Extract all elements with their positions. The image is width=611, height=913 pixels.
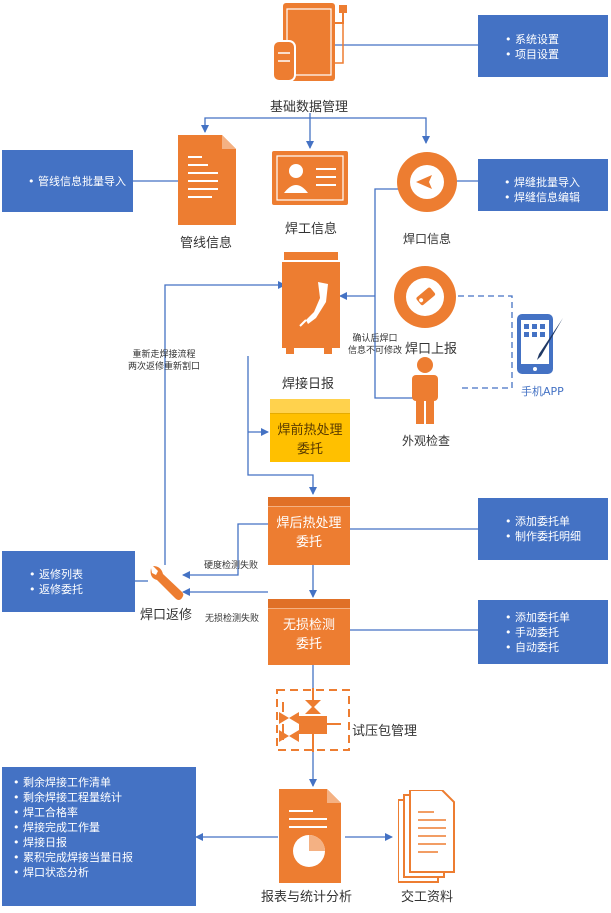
pressure-test-label: 试压包管理 — [352, 724, 418, 739]
pre-heat-box[interactable]: 焊前热处理 委托 — [270, 399, 350, 462]
repair-label: 焊口返修 — [140, 608, 193, 623]
ndt-text: 无损检测 委托 — [268, 616, 350, 654]
document-icon — [178, 135, 236, 225]
pressure-valve-icon — [276, 688, 350, 752]
panel-item[interactable]: 添加委托单 — [505, 514, 608, 529]
pipeline-import-panel: 管线信息批量导入 — [2, 150, 133, 212]
id-card-icon — [272, 151, 348, 205]
weld-daily-label: 焊接日报 — [282, 377, 335, 392]
ndt-fail-note: 无损检测失败 — [205, 614, 260, 624]
post-heat-text: 焊后热处理 委托 — [268, 514, 350, 552]
weld-report-icon — [394, 266, 456, 328]
handover-label: 交工资料 — [401, 890, 454, 905]
panel-item[interactable]: 焊缝信息编辑 — [504, 190, 608, 205]
box-header — [268, 497, 350, 507]
box-header — [268, 599, 350, 609]
ndt-line: 无损检测 — [282, 618, 335, 633]
panel-item[interactable]: 项目设置 — [505, 47, 608, 62]
panel-item[interactable]: 焊接日报 — [13, 835, 196, 850]
pipeline-info-label: 管线信息 — [180, 236, 233, 251]
phone-icon — [517, 314, 563, 374]
weld-import-panel: 焊缝批量导入 焊缝信息编辑 — [478, 159, 608, 211]
pre-heat-line: 委托 — [296, 442, 323, 457]
report-stats-label: 报表与统计分析 — [261, 890, 353, 905]
panel-item[interactable]: 累积完成焊接当量日报 — [13, 850, 196, 865]
server-icon — [273, 3, 347, 82]
confirm-note-line: 信息不可修改 — [348, 346, 403, 356]
panel-item[interactable]: 剩余焊接工作清单 — [13, 775, 196, 790]
reweld-note-line: 两次返修重新割口 — [128, 362, 201, 372]
panel-item[interactable]: 系统设置 — [505, 32, 608, 47]
panel-item[interactable]: 焊接完成工作量 — [13, 820, 196, 835]
panel-item[interactable]: 管线信息批量导入 — [28, 174, 133, 189]
post-heat-ops-panel: 添加委托单 制作委托明细 — [478, 498, 608, 560]
panel-item[interactable]: 剩余焊接工程量统计 — [13, 790, 196, 805]
report-chart-icon — [279, 789, 341, 883]
panel-item[interactable]: 焊缝批量导入 — [504, 175, 608, 190]
panel-item[interactable]: 焊口状态分析 — [13, 865, 196, 880]
system-panel: 系统设置 项目设置 — [478, 15, 608, 77]
reweld-note-line: 重新走焊接流程 — [132, 350, 196, 360]
confirm-note-line: 确认后焊口 — [352, 334, 398, 344]
panel-item[interactable]: 制作委托明细 — [505, 529, 608, 544]
ndt-box[interactable]: 无损检测 委托 — [268, 599, 350, 665]
reweld-note: 重新走焊接流程 两次返修重新割口 — [128, 349, 200, 373]
weld-info-label: 焊口信息 — [403, 232, 452, 246]
pre-heat-text: 焊前热处理 委托 — [270, 421, 350, 459]
post-heat-box[interactable]: 焊后热处理 委托 — [268, 497, 350, 565]
panel-item[interactable]: 返修列表 — [29, 567, 135, 582]
panel-item[interactable]: 自动委托 — [505, 640, 608, 655]
visual-check-label: 外观检查 — [402, 434, 451, 448]
welder-info-label: 焊工信息 — [285, 222, 338, 237]
welding-machine-icon — [282, 252, 340, 354]
stacked-documents-icon — [398, 790, 455, 883]
repair-list-panel: 返修列表 返修委托 — [2, 551, 135, 612]
confirm-note: 确认后焊口 信息不可修改 — [348, 333, 402, 357]
wrench-icon — [150, 566, 184, 600]
panel-item[interactable]: 手动委托 — [505, 625, 608, 640]
hardness-fail-note: 硬度检测失败 — [204, 561, 259, 571]
panel-item[interactable]: 返修委托 — [29, 582, 135, 597]
mobile-app-label: 手机APP — [521, 385, 564, 398]
base-data-label: 基础数据管理 — [270, 100, 349, 115]
report-list-panel: 剩余焊接工作清单 剩余焊接工程量统计 焊工合格率 焊接完成工作量 焊接日报 累积… — [2, 767, 196, 906]
weld-report-label: 焊口上报 — [405, 342, 458, 357]
box-header — [270, 399, 350, 414]
weld-info-icon — [397, 152, 457, 212]
pre-heat-line: 焊前热处理 — [277, 423, 343, 438]
panel-item[interactable]: 添加委托单 — [505, 610, 608, 625]
ndt-line: 委托 — [295, 637, 322, 652]
ndt-ops-panel: 添加委托单 手动委托 自动委托 — [478, 600, 608, 664]
panel-item[interactable]: 焊工合格率 — [13, 805, 196, 820]
person-icon — [412, 357, 438, 424]
post-heat-line: 焊后热处理 — [276, 516, 342, 531]
post-heat-line: 委托 — [295, 535, 322, 550]
